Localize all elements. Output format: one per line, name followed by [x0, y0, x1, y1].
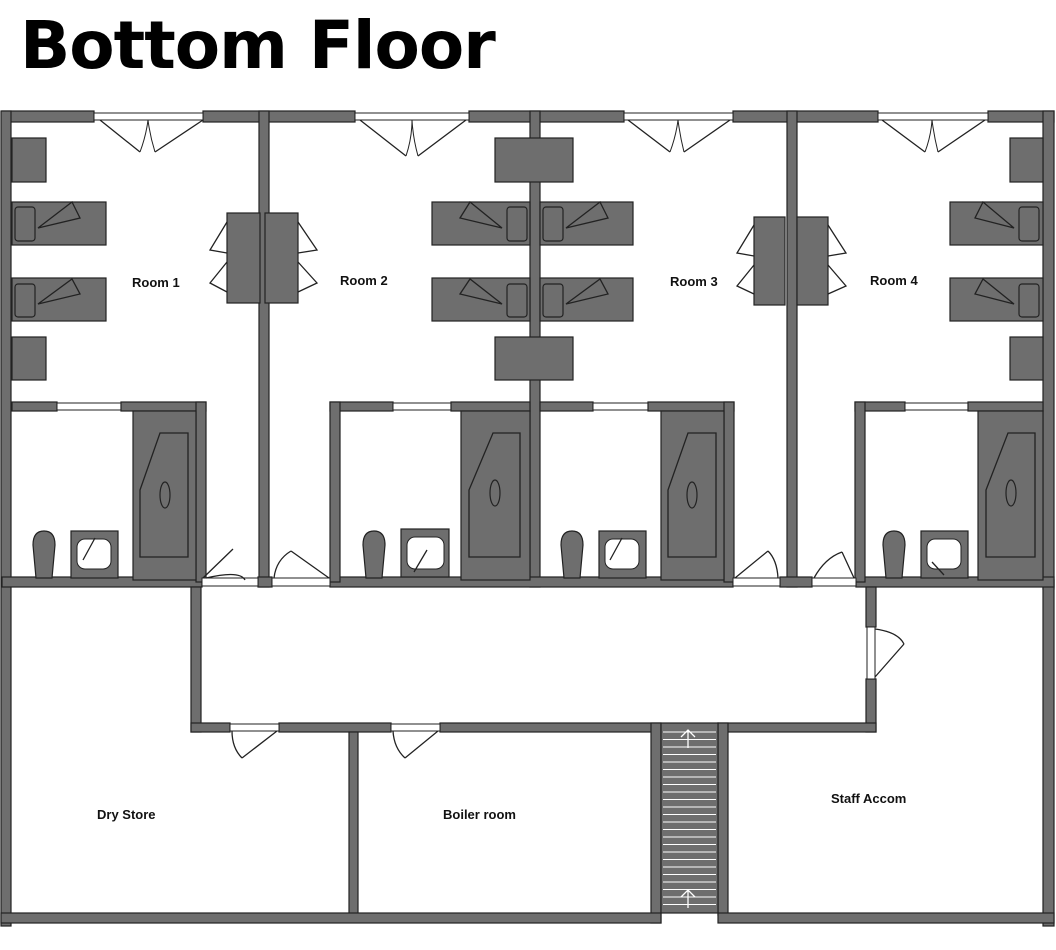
- staircase: [660, 722, 719, 914]
- room-label-staff-accom: Staff Accom: [831, 791, 906, 806]
- room-label-boiler-room: Boiler room: [443, 807, 516, 822]
- bedroom-furniture: [11, 137, 1044, 381]
- room-labels: Room 1 Room 2 Room 3 Room 4 Dry Store Bo…: [97, 273, 918, 822]
- room-label-1: Room 1: [132, 275, 180, 290]
- top-window-doors: [93, 112, 989, 157]
- room-label-dry-store: Dry Store: [97, 807, 156, 822]
- room-label-3: Room 3: [670, 274, 718, 289]
- ensuite-bathrooms: [11, 401, 1044, 583]
- page-title: Bottom Floor: [20, 7, 496, 84]
- room-label-2: Room 2: [340, 273, 388, 288]
- doors: [201, 548, 905, 759]
- room-label-4: Room 4: [870, 273, 918, 288]
